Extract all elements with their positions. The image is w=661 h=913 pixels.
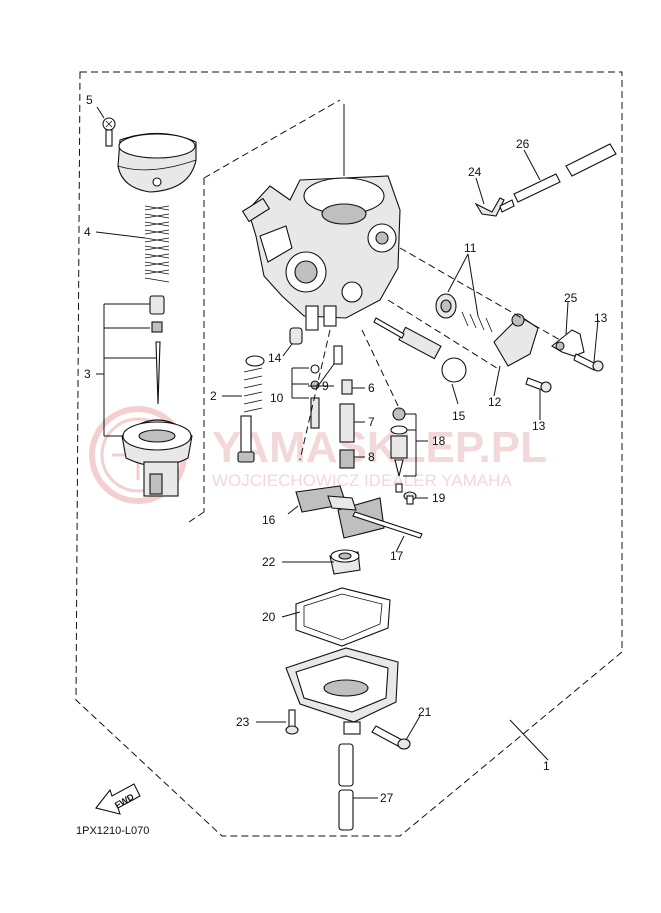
watermark-brand: YAMASKLEP.PL [212, 423, 547, 472]
drain-hose [338, 743, 354, 831]
cable-bracket [551, 329, 585, 357]
cover-screw-upper [573, 353, 604, 372]
watermark: YAMASKLEP.PL WOJCIECHOWICZ IDEALER YAMAH… [89, 406, 547, 504]
callout-18: 18 [432, 434, 446, 448]
throttle-spring [144, 205, 170, 283]
starter-cover [493, 313, 539, 367]
pilot-screw-set [237, 355, 265, 463]
float-pin-screw [403, 491, 417, 505]
watermark-subtitle: WOJCIECHOWICZ IDEALER YAMAHA [212, 471, 512, 490]
starter-plunger [373, 317, 467, 383]
callout-1: 1 [543, 759, 550, 773]
bowl-screw [285, 709, 299, 735]
main-jet-set [339, 379, 355, 469]
callout-13-lower: 13 [532, 419, 546, 433]
callout-7: 7 [368, 415, 375, 429]
float-bowl-gasket [295, 587, 391, 647]
leader-lines [95, 104, 599, 799]
carb-top-cap [117, 132, 197, 193]
vent-hose [513, 143, 617, 203]
callout-22: 22 [262, 555, 276, 569]
carburetor-body [241, 175, 401, 331]
float-bowl [285, 647, 399, 735]
float-bowl-spacer [329, 549, 361, 575]
callout-13-upper: 13 [594, 311, 608, 325]
callout-15: 15 [452, 409, 466, 423]
needle-holder [149, 295, 165, 405]
float-bowl-gasket-inner [303, 593, 383, 641]
callout-3: 3 [84, 367, 91, 381]
callout-16: 16 [262, 513, 276, 527]
cover-screw-lower [525, 377, 552, 393]
throttle-valve [121, 419, 193, 497]
callout-25: 25 [564, 291, 578, 305]
callout-24: 24 [468, 165, 482, 179]
float [295, 485, 385, 539]
sub-boundary-line [185, 99, 341, 525]
callout-6: 6 [368, 381, 375, 395]
cap-screw [102, 117, 116, 147]
drain-screw [371, 725, 411, 750]
callout-26: 26 [516, 137, 530, 151]
callout-21: 21 [418, 705, 432, 719]
callout-11: 11 [464, 241, 477, 255]
callout-8: 8 [368, 450, 375, 464]
float-valve-set [390, 407, 408, 493]
assembly-boundary [75, 71, 623, 837]
callout-17: 17 [390, 549, 404, 563]
callout-12: 12 [488, 395, 502, 409]
jet-holder-plug [289, 327, 303, 345]
hose-fitting [474, 197, 515, 217]
callout-9: 9 [322, 379, 329, 393]
callout-labels: 5 4 3 2 14 10 9 6 7 8 18 19 16 17 22 20 … [84, 93, 608, 805]
diagram-code: 1PX1210-L070 [76, 825, 149, 837]
callout-4: 4 [84, 225, 91, 239]
callout-5: 5 [86, 93, 93, 107]
callout-14: 14 [268, 351, 282, 365]
callout-23: 23 [236, 715, 250, 729]
callout-2: 2 [210, 389, 217, 403]
float-pin [352, 511, 423, 539]
callout-19: 19 [432, 491, 446, 505]
callout-27: 27 [380, 791, 394, 805]
fwd-arrow-icon: FWD [95, 783, 141, 815]
callout-10: 10 [270, 391, 284, 405]
callout-20: 20 [262, 610, 276, 624]
assembly-dash-lines [299, 247, 561, 461]
starter-plunger-set [435, 293, 493, 333]
